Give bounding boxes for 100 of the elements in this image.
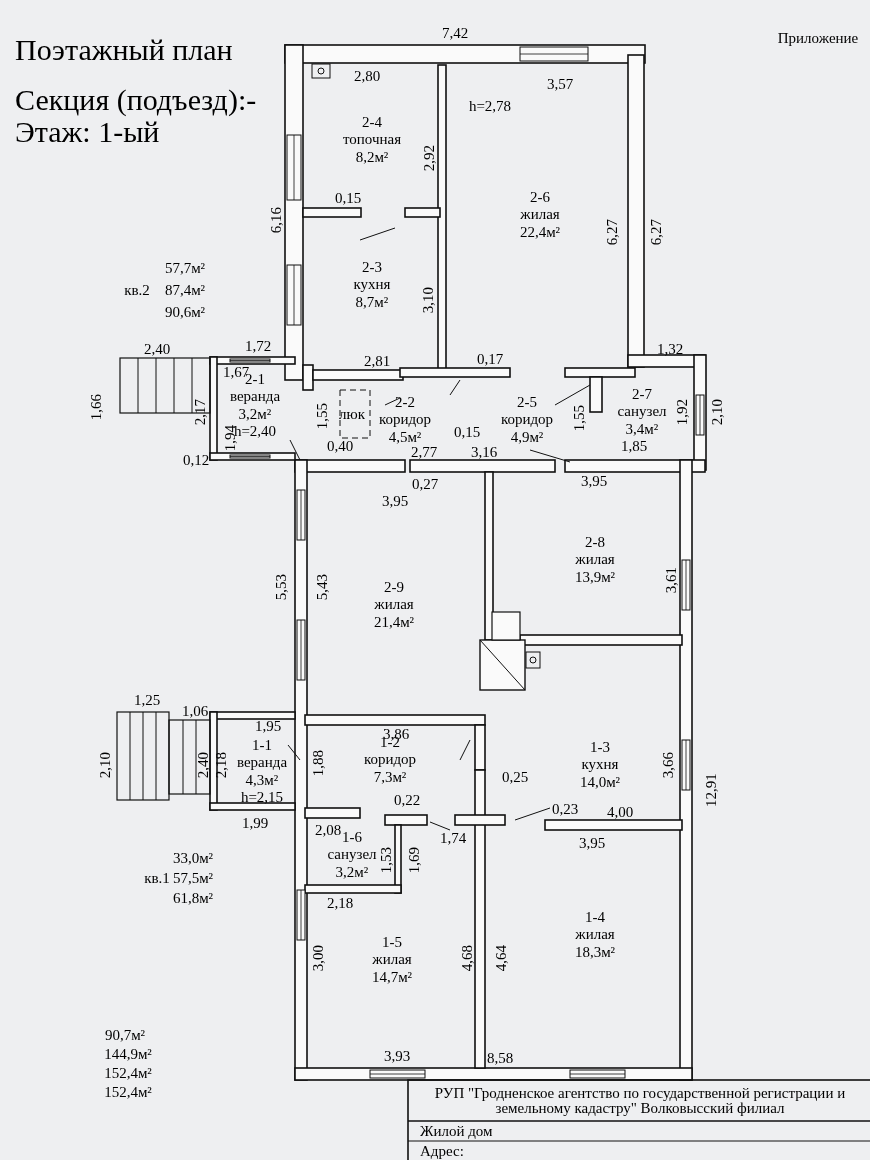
room-name: топочная: [342, 131, 402, 149]
room-name: жилая: [372, 951, 412, 969]
dimension-label: 2,10: [709, 398, 725, 426]
dimension-label: 3,93: [383, 1048, 411, 1064]
dimension-label: 6,16: [268, 206, 284, 234]
room-name: санузел: [327, 846, 377, 864]
dimension-label: 8,58: [486, 1050, 514, 1066]
room-name: веранда: [229, 387, 281, 405]
dimension-label: 0,17: [476, 351, 504, 367]
dimension-label: 3,95: [381, 493, 409, 509]
dimension-label: 4,00: [606, 804, 634, 820]
dimension-label: 12,91: [703, 773, 719, 807]
dimension-label: 6,27: [604, 218, 620, 246]
dimension-label: 1,06: [181, 703, 209, 719]
dimension-label: 1,99: [241, 815, 269, 831]
room-name: жилая: [374, 596, 414, 614]
room-number: 1-3: [590, 739, 610, 757]
dimension-label: 1,74: [439, 830, 467, 846]
room-number: 2-8: [585, 534, 605, 552]
dimension-label: кв.2: [124, 282, 150, 298]
room-name: жилая: [520, 206, 560, 224]
dimension-label: 1,66: [88, 393, 104, 421]
dimension-label: 0,15: [334, 190, 362, 206]
dimension-label: 5,53: [273, 573, 289, 601]
room-number: 1-1: [252, 736, 272, 754]
room-area: 13,9м²: [574, 568, 616, 586]
dimension-label: 87,4м²: [164, 282, 206, 298]
dimension-label: 6,27: [648, 218, 664, 246]
dimension-label: 61,8м²: [172, 890, 214, 906]
dimension-label: 0,12: [182, 452, 210, 468]
room-name: коридор: [378, 411, 432, 429]
dimension-label: люк: [339, 406, 365, 422]
room-name: жилая: [575, 551, 615, 569]
dimension-label: 2,40: [195, 751, 211, 779]
room-name: кухня: [353, 276, 391, 294]
room-name: санузел: [617, 403, 667, 421]
dimension-label: 1,85: [620, 438, 648, 454]
dimension-label: 1,55: [314, 402, 330, 430]
room-area: 3,2м²: [335, 863, 369, 881]
dimension-label: 0,40: [326, 438, 354, 454]
dimension-label: 3,66: [660, 751, 676, 779]
room-name: кухня: [581, 756, 619, 774]
dimension-label: 2,17: [192, 398, 208, 426]
heading-text: Поэтажный план: [15, 35, 233, 65]
room-number: 2-6: [530, 189, 550, 207]
dimension-label: h=2,78: [468, 98, 512, 114]
dimension-label: 1,95: [254, 718, 282, 734]
dimension-label: 90,6м²: [164, 304, 206, 320]
dimension-label: 0,23: [551, 801, 579, 817]
dimension-label: 0,25: [501, 769, 529, 785]
heading-text: Секция (подъезд):-: [15, 85, 257, 115]
dimension-label: 1,32: [656, 341, 684, 357]
room-number: 1-5: [382, 934, 402, 952]
dimension-label: 144,9м²: [104, 1046, 152, 1062]
dimension-label: 7,42: [441, 25, 469, 41]
dimension-label: 3,00: [310, 944, 326, 972]
room-area: 8,7м²: [355, 293, 389, 311]
room-area: 7,3м²: [373, 768, 407, 786]
dimension-label: 1,55: [571, 404, 587, 432]
room-number: 2-7: [632, 386, 652, 404]
organization-text: РУП "Гродненское агентство по государственной регистрации и земельному кадастру" Волковысский филиал: [433, 1086, 847, 1116]
dimension-label: 152,4м²: [104, 1065, 152, 1081]
dimension-label: 2,80: [353, 68, 381, 84]
room-number: 2-5: [517, 394, 537, 412]
dimension-label: 1,72: [244, 338, 272, 354]
room-area: 14,7м²: [371, 968, 413, 986]
room-number: 1-4: [585, 909, 605, 927]
dimension-label: 0,27: [411, 476, 439, 492]
ceiling-height: h=2,15: [240, 788, 284, 806]
room-number: 2-9: [384, 579, 404, 597]
room-name: коридор: [363, 751, 417, 769]
room-area: 4,3м²: [245, 771, 279, 789]
dimension-label: 2,08: [314, 822, 342, 838]
dimension-label: 3,61: [663, 566, 679, 594]
room-name: веранда: [236, 753, 288, 771]
dimension-label: 3,10: [420, 286, 436, 314]
table-cell-text: Адрес:: [420, 1143, 464, 1159]
dimension-label: 57,5м²: [172, 870, 214, 886]
room-name: жилая: [575, 926, 615, 944]
room-number: 2-4: [362, 114, 382, 132]
dimension-label: 2,10: [97, 751, 113, 779]
dimension-label: 4,64: [493, 944, 509, 972]
dimension-label: 1,69: [406, 846, 422, 874]
dimension-label: 57,7м²: [164, 260, 206, 276]
room-area: 21,4м²: [373, 613, 415, 631]
heading-text: Этаж: 1-ый: [15, 117, 160, 147]
dimension-label: 90,7м²: [104, 1027, 146, 1043]
room-number: 2-2: [395, 394, 415, 412]
dimension-label: 2,77: [410, 444, 438, 460]
room-area: 14,0м²: [579, 773, 621, 791]
table-cell-text: Жилой дом: [420, 1123, 493, 1139]
dimension-label: 1,53: [378, 846, 394, 874]
dimension-label: 3,95: [578, 835, 606, 851]
room-area: 3,2м²: [238, 405, 272, 423]
dimension-label: 152,4м²: [104, 1084, 152, 1100]
dimension-label: 33,0м²: [172, 850, 214, 866]
dimension-label: 0,22: [393, 792, 421, 808]
dimension-label: 2,40: [143, 341, 171, 357]
room-area: 22,4м²: [519, 223, 561, 241]
room-area: 18,3м²: [574, 943, 616, 961]
